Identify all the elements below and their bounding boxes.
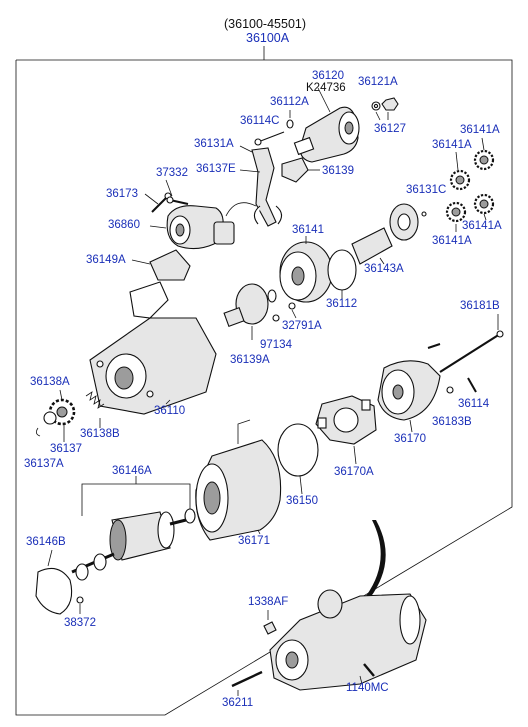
callout-36173[interactable]: 36173 [106, 188, 138, 200]
bracket-36146A [81, 483, 191, 516]
callout-36183B[interactable]: 36183B [432, 416, 472, 428]
callout-36146B[interactable]: 36146B [26, 536, 66, 548]
bracket-36149A [131, 249, 191, 281]
callout-36120[interactable]: 36120 [312, 70, 344, 82]
washer-97134 [272, 314, 280, 322]
washer-38372 [76, 596, 84, 604]
planet-gear-1 [449, 169, 471, 191]
spring-36138B [85, 391, 105, 409]
callout-36131A[interactable]: 36131A [194, 138, 234, 150]
callout-K24736[interactable]: K24736 [306, 82, 346, 94]
callout-36137A[interactable]: 36137A [24, 458, 64, 470]
callout-38372[interactable]: 38372 [64, 617, 96, 629]
callout-36138B[interactable]: 36138B [80, 428, 120, 440]
callout-36121A[interactable]: 36121A [358, 76, 398, 88]
callout-97134[interactable]: 97134 [260, 339, 292, 351]
o-ring-36150 [277, 423, 319, 477]
callout-36138A[interactable]: 36138A [30, 376, 70, 388]
planet-gear-4 [473, 193, 495, 215]
screw-37332 [165, 179, 189, 205]
callout-36141A-c[interactable]: 36141A [462, 220, 502, 232]
callout-36127[interactable]: 36127 [374, 123, 406, 135]
callout-36149A[interactable]: 36149A [86, 254, 126, 266]
callout-36181B[interactable]: 36181B [460, 300, 500, 312]
bolt-small [427, 343, 441, 349]
screw-36114 [467, 377, 477, 393]
callout-36139A[interactable]: 36139A [230, 354, 270, 366]
callout-36112[interactable]: 36112 [326, 298, 358, 310]
o-ring-36112 [327, 249, 357, 291]
callout-36211[interactable]: 36211 [222, 697, 254, 709]
solenoid-36120 [293, 87, 360, 163]
callout-32791A[interactable]: 32791A [282, 320, 322, 332]
screw-36114C [254, 131, 285, 146]
callout-36150[interactable]: 36150 [286, 495, 318, 507]
callout-36141A-d[interactable]: 36141A [432, 235, 472, 247]
complete-starter-assembly [231, 589, 427, 696]
callout-36141[interactable]: 36141 [292, 224, 324, 236]
screw-36173 [144, 192, 172, 213]
assembly-number: (36100-45501) [224, 17, 307, 31]
assembly-code: 36100A [246, 31, 290, 45]
pinion-shaft-36139A [223, 283, 277, 340]
planet-gear-2 [473, 149, 495, 171]
washer-36183B [446, 386, 454, 394]
gear-housing-36141 [279, 236, 333, 303]
yoke-36171 [195, 419, 282, 541]
callout-36171[interactable]: 36171 [238, 535, 270, 547]
callout-36131C[interactable]: 36131C [406, 184, 447, 196]
clip-36137A [36, 427, 41, 437]
callout-1338AF[interactable]: 1338AF [248, 596, 289, 608]
callout-37332[interactable]: 37332 [156, 167, 188, 179]
callout-36170A[interactable]: 36170A [334, 466, 374, 478]
callout-36139[interactable]: 36139 [322, 165, 354, 177]
planet-gear-3 [445, 201, 467, 223]
through-bolt-36181B [439, 314, 504, 373]
rear-cover-36170 [377, 360, 441, 433]
collar-36137 [43, 411, 57, 425]
clamp-ring-36146B [35, 567, 73, 615]
shift-lever-36131A [239, 145, 283, 227]
callout-36114C[interactable]: 36114C [240, 115, 280, 127]
front-housing-36110 [89, 281, 217, 415]
callout-36141A-top[interactable]: 36141A [460, 124, 500, 136]
callout-36143A[interactable]: 36143A [364, 263, 404, 275]
spring-washer-36112A [286, 119, 294, 129]
callout-36114[interactable]: 36114 [458, 398, 490, 410]
callout-36141A-b[interactable]: 36141A [432, 139, 472, 151]
aux-solenoid-36860 [149, 202, 257, 250]
brush-holder-36170A [315, 395, 377, 465]
shaft-36143A [351, 203, 427, 265]
callout-36170[interactable]: 36170 [394, 433, 426, 445]
callout-36110[interactable]: 36110 [154, 405, 186, 417]
callout-36137[interactable]: 36137 [50, 443, 82, 455]
block-36139 [281, 157, 320, 183]
nut-36121A [381, 97, 399, 111]
ball-32791A [288, 302, 296, 310]
callout-1140MC[interactable]: 1140MC [346, 682, 389, 694]
armature [71, 508, 196, 581]
callout-36112A[interactable]: 36112A [270, 96, 309, 108]
callout-36146A[interactable]: 36146A [112, 465, 152, 477]
assembly-arrow [366, 520, 386, 598]
callout-36137E[interactable]: 36137E [196, 163, 236, 175]
callout-36860[interactable]: 36860 [108, 219, 140, 231]
